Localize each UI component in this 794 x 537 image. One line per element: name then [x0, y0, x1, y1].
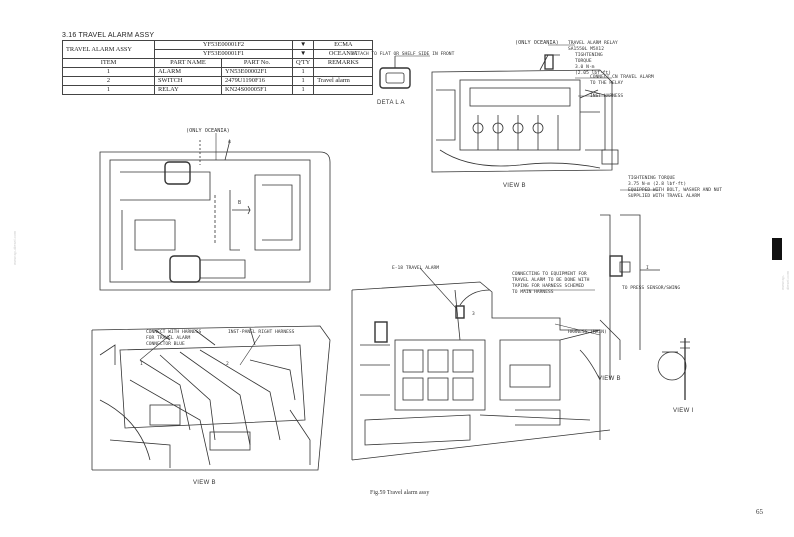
engine-main-drawing	[351, 281, 611, 461]
connecting-to-label-3: TAPING FOR HARNESS SCHEMED	[512, 284, 584, 289]
connecting-to-label-4: TO MAIN HARNESS	[512, 290, 554, 295]
inst-harness-label: INST HARNESS	[590, 94, 624, 99]
connect-cn-label: CONNECT CN TRAVEL ALARM	[590, 75, 654, 80]
harness-main-label: HARNESS (MAIN)	[568, 330, 607, 335]
supplied-with-label: SUPPLIED WITH TRAVEL ALARM	[628, 194, 700, 199]
view-b-top-drawing	[431, 54, 619, 173]
marker-a: A	[228, 140, 231, 145]
detail-a-label: DETA L A	[377, 100, 405, 106]
parts-table: TRAVEL ALARM ASSY YF53E00001F2 ▼ ECMA YF…	[62, 40, 374, 95]
marker-b-left: B	[238, 200, 242, 206]
cell-remarks	[313, 85, 374, 95]
view-b-top-label: VIEW B	[503, 183, 526, 189]
view-i-label: VIEW I	[673, 408, 694, 414]
only-oceania-right-label: (ONLY OCEANIA)	[515, 40, 559, 46]
table-row: 2 SWITCH 2479U1190F16 1 Travel alarm	[62, 76, 374, 86]
marker-three: 3	[472, 312, 475, 317]
page-number: 65	[756, 508, 763, 516]
connect-cn-label-2: TO THE RELAY	[590, 81, 624, 86]
equipped-with-label: EQUIPPED WITH BOLT, WASHER AND NUT	[628, 188, 723, 193]
connect-harness-label-2: FOR TRAVEL ALARM	[146, 336, 191, 341]
inst-panel-label: INST-PANEL RIGHT HARNESS	[228, 330, 295, 335]
attach-flat-label: ATTACH TO FLAT OR SHELF SIDE IN FRONT	[352, 52, 455, 57]
relay-spec-3: TORQUE	[575, 59, 592, 64]
connect-harness-label: CONNECT WITH HARNESS	[146, 330, 202, 335]
torque-values: 3.75 N·m (2.8 lbf·ft)	[628, 182, 687, 187]
cell-qty: 1	[291, 85, 315, 95]
view-b-bottom-label: VIEW B	[193, 480, 216, 486]
figure-caption: Fig.59 Travel alarm assy	[370, 490, 430, 496]
marker-i: I	[646, 266, 649, 271]
marker-two: 2	[226, 362, 229, 367]
only-oceania-left-label: (ONLY OCEANIA)	[186, 128, 230, 134]
watermark-right: www.sp-diesel.com	[780, 270, 790, 290]
view-b-right-label: VIEW B	[598, 376, 621, 382]
relay-spec-2: TIGHTENING	[575, 53, 603, 58]
relay-spec-5: (2.05 lbf·ft)	[575, 71, 611, 76]
connect-harness-label-3: CONNECTOR BLUE	[146, 342, 185, 347]
to-press-label: TO PRESS SENSOR/SWING	[622, 286, 681, 291]
marker-one: 1	[140, 362, 143, 367]
connecting-to-label: CONNECTING TO EQUIPMENT FOR	[512, 272, 587, 277]
tightening-torque-label: TIGHTENING TORQUE	[628, 176, 676, 181]
frame-column-drawing	[599, 214, 660, 380]
relay-spec-1: SA1550L M5X12	[568, 47, 604, 52]
view-i-drawing	[657, 338, 690, 400]
index-tab	[772, 238, 782, 260]
watermark-left: www.sp-diesel.com	[12, 230, 17, 265]
relay-spec-4: 3.0 N·m	[575, 65, 595, 70]
section-title: 3.16 TRAVEL ALARM ASSY	[62, 32, 155, 39]
table-row: 1 RELAY KN24S00005F1 1	[62, 85, 374, 95]
travel-alarm-relay-label: TRAVEL ALARM RELAY	[568, 41, 618, 46]
connecting-to-label-2: TRAVEL ALARM TO BE DONE WITH	[512, 278, 590, 283]
detail-a-drawing	[379, 56, 411, 89]
view-b-bottom-drawing	[91, 325, 331, 471]
cab-plan-drawing	[99, 139, 331, 291]
e-travel-alarm-label: E-18 TRAVEL ALARM	[392, 266, 440, 271]
leader-lines	[139, 44, 660, 366]
